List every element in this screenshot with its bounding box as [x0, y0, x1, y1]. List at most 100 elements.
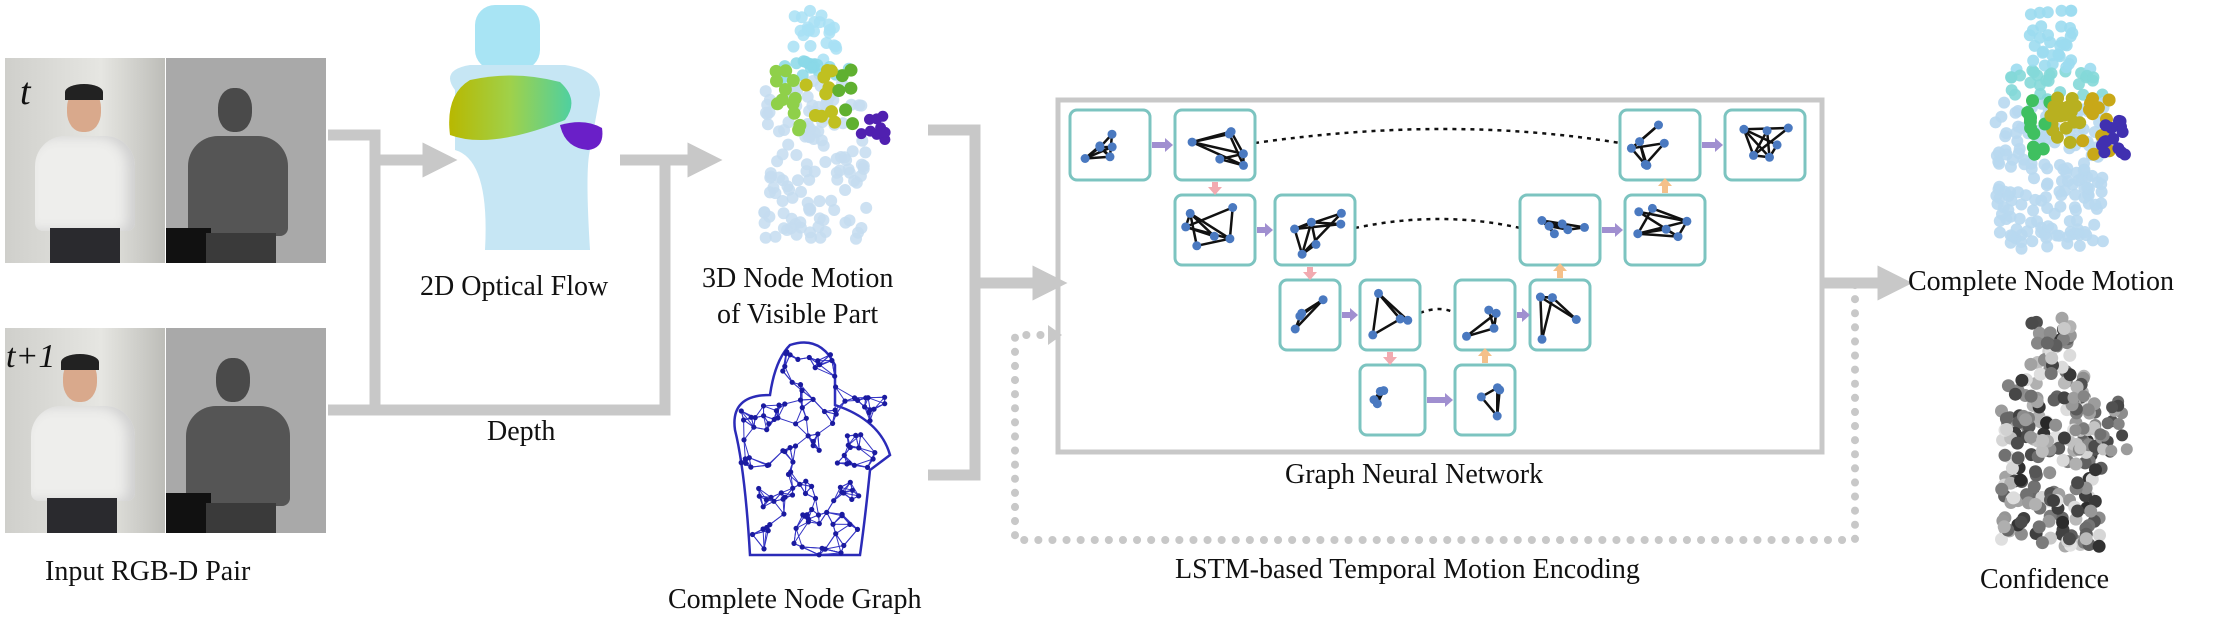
mesh-edge: [843, 529, 858, 546]
point: [788, 91, 802, 105]
mesh-node: [832, 373, 838, 379]
mesh-edge: [801, 546, 820, 556]
point: [799, 78, 813, 92]
point: [2035, 444, 2049, 458]
mesh-node: [782, 494, 788, 500]
point: [776, 195, 789, 207]
mesh-node: [795, 356, 801, 362]
mesh-node: [761, 413, 767, 419]
mesh-node: [799, 405, 805, 411]
mesh-edge: [835, 386, 855, 399]
point: [2002, 190, 2015, 202]
graph-node: [1209, 231, 1219, 241]
point: [853, 99, 866, 112]
mesh-node: [844, 433, 851, 439]
graph-box: [1273, 193, 1357, 267]
mesh-node: [802, 490, 809, 497]
graph-node: [1783, 123, 1793, 133]
point: [2042, 29, 2054, 42]
point: [2013, 142, 2026, 155]
point: [2093, 528, 2106, 542]
mesh-node: [853, 432, 859, 438]
mesh-node: [812, 365, 818, 371]
point: [2116, 429, 2129, 442]
point: [875, 122, 887, 134]
point: [2015, 373, 2029, 387]
point: [2036, 46, 2049, 59]
mesh-node: [742, 456, 748, 462]
mesh-node: [812, 495, 819, 501]
point: [2071, 476, 2085, 490]
mesh-node: [856, 493, 862, 499]
graph-node: [1489, 323, 1499, 333]
point: [2089, 463, 2102, 477]
mesh-node: [834, 460, 841, 466]
graph-node: [1368, 330, 1378, 340]
graph-edge: [1466, 327, 1495, 338]
purple-arrow-head: [1522, 308, 1530, 322]
point: [2072, 78, 2085, 91]
mesh-edge: [743, 426, 755, 441]
visible-motion-label-line1: 3D Node Motion: [702, 263, 894, 294]
point: [2077, 390, 2090, 403]
mesh-node: [815, 512, 822, 518]
point: [2043, 326, 2057, 340]
graph-node: [1239, 160, 1248, 170]
graph-edge: [1084, 145, 1113, 160]
graph-box-frame: [1358, 278, 1422, 352]
point: [769, 64, 783, 78]
point: [811, 58, 824, 71]
point: [2000, 148, 2013, 161]
point: [802, 130, 815, 143]
point: [2000, 423, 2014, 436]
point: [1995, 110, 2008, 123]
point: [2005, 461, 2019, 475]
graph-node: [1535, 292, 1545, 302]
graph-box: [1173, 108, 1257, 182]
mesh-edge: [802, 546, 823, 549]
graph-edge: [1294, 212, 1342, 231]
point: [2031, 336, 2044, 350]
mesh-edge: [812, 399, 825, 412]
point: [782, 138, 795, 151]
point: [2049, 418, 2063, 432]
point: [769, 230, 782, 243]
purple-arrow-head: [1350, 308, 1358, 322]
point: [2040, 336, 2054, 350]
graph-box: [1623, 193, 1707, 267]
graph-edge: [1637, 232, 1679, 238]
confidence-label: Confidence: [1980, 564, 2110, 595]
graph-box: [1173, 193, 1257, 267]
gnn-frame: [1055, 97, 1825, 455]
graph-edge: [1742, 128, 1771, 159]
purple-arrow-head: [1715, 138, 1723, 152]
graph-node: [1228, 203, 1238, 212]
point: [2054, 39, 2067, 52]
point: [2005, 71, 2018, 84]
mesh-edge: [825, 545, 844, 550]
point: [830, 42, 843, 55]
purple-arrow-head: [1265, 223, 1273, 237]
point: [2052, 48, 2065, 61]
point: [2029, 465, 2042, 479]
mesh-node: [793, 421, 799, 427]
graph-node: [1306, 217, 1316, 227]
graph-node: [1640, 160, 1650, 169]
mesh-node: [797, 397, 804, 403]
graph-box: [1723, 108, 1807, 182]
purple-arrow: [1517, 308, 1530, 322]
point: [2044, 109, 2058, 123]
graph-node: [1491, 308, 1501, 318]
mesh-node: [776, 402, 782, 408]
point: [819, 156, 832, 168]
mesh-node: [815, 431, 821, 437]
point: [2024, 389, 2038, 403]
point: [779, 64, 793, 78]
gnn-internal-arrows: [1152, 138, 1723, 407]
mesh-edge: [817, 433, 820, 451]
graph-node: [1476, 392, 1486, 402]
point: [759, 231, 772, 244]
mesh-node: [816, 552, 822, 558]
point: [795, 11, 808, 24]
